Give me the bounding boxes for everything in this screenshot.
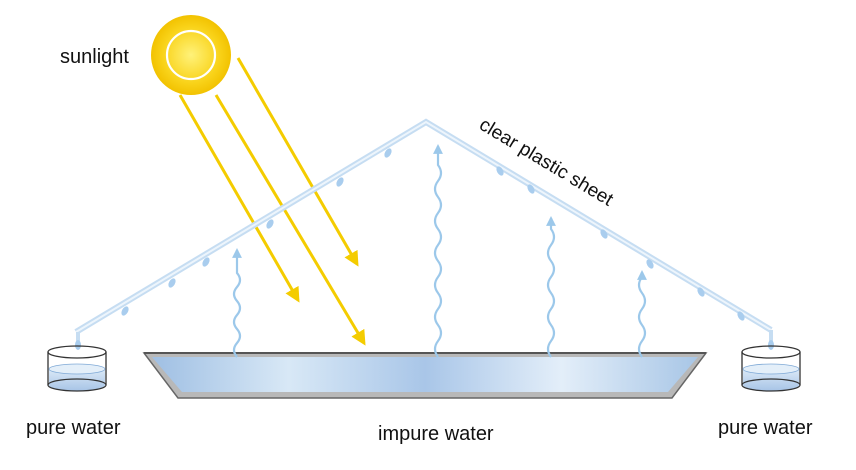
water-drop-icon [496,166,504,176]
pure-water-left-label: pure water [26,417,121,439]
water-drop-icon [768,340,774,350]
water-drop-icon [75,340,81,350]
wavy-vapor-arrow-icon [433,144,443,358]
plastic-sheet [74,118,773,345]
sunlight-label: sunlight [60,46,129,68]
water-drop-icon [384,148,392,158]
wavy-vapor-arrow-icon [546,216,556,358]
pure-water-right-label: pure water [718,417,813,439]
water-drop-icon [600,229,608,239]
sunrays [178,57,366,346]
water-drop-icon [168,278,176,288]
sunray-arrow-1 [178,94,300,303]
water-drop-icon [646,259,654,269]
water-drop-icon [737,311,745,321]
water-drop-icon [336,177,344,187]
sunray-arrow-2 [214,94,366,346]
sun-icon [151,15,231,95]
wavy-vapor-arrow-icon [232,248,242,358]
wavy-vapor-arrow-icon [637,270,647,358]
tray [142,352,708,399]
beaker-icon-right [741,345,801,392]
water-drops [75,148,774,350]
impure-water-label: impure water [378,423,494,445]
beaker-icon-left [47,345,107,392]
water-drop-icon [202,257,210,267]
water-drop-icon [697,287,705,297]
vapor-arrows [232,144,647,358]
water-drop-icon [527,184,535,194]
sunray-arrow-3 [236,57,359,267]
water-drop-icon [266,219,274,229]
water-drop-icon [121,306,129,316]
